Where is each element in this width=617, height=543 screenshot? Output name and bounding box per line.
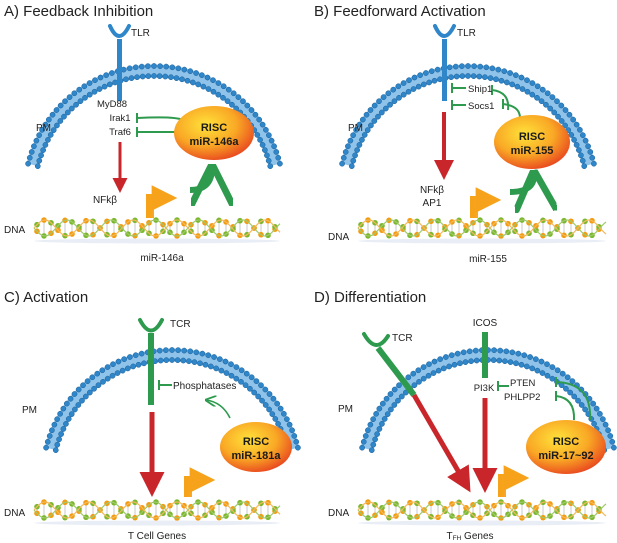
svg-text:miR-146a: miR-146a: [190, 136, 240, 148]
svg-text:miR-155: miR-155: [511, 145, 554, 157]
inhibitor-ship1: Ship1: [468, 84, 492, 95]
target-phlpp2: PHLPP2: [504, 392, 540, 403]
tcr-receptor: [362, 332, 417, 397]
adapter-irak1: Irak1: [109, 113, 130, 124]
pm-label: PM: [348, 123, 363, 134]
risc-complex: RISC miR-181a: [220, 422, 292, 472]
panel-b-title: B) Feedforward Activation: [314, 3, 486, 20]
risc-complex: RISC miR-17~92: [526, 420, 606, 474]
risc-complex: RISC miR-155: [494, 115, 570, 169]
panel-c-title: C) Activation: [4, 289, 88, 306]
inhibition-arrows: [497, 377, 592, 421]
svg-text:RISC: RISC: [553, 436, 579, 448]
dna-helix: [357, 217, 607, 244]
promoter-arrow: [498, 465, 530, 497]
panel-d-title: D) Differentiation: [314, 289, 426, 306]
tlr-receptor: [108, 24, 131, 101]
tf-nfkb: NFkβ: [420, 185, 444, 196]
kinase-label: PI3K: [474, 383, 495, 394]
tcr-signal-arrow: [411, 393, 471, 493]
target-label: Phosphatases: [173, 381, 236, 392]
dna-label: DNA: [4, 508, 25, 519]
dna-helix: [357, 499, 607, 526]
inhibition-arrows: [451, 83, 521, 119]
receptor2-label: ICOS: [473, 318, 498, 329]
adapter-traf6: Traf6: [109, 127, 131, 138]
receptor-label: TCR: [392, 333, 413, 344]
gene-label: miR-155: [469, 254, 507, 265]
expression-arrow: [509, 174, 534, 192]
plasma-membrane: [339, 63, 597, 170]
promoter-arrow: [470, 187, 502, 218]
svg-text:RISC: RISC: [201, 122, 227, 134]
tcr-receptor: [138, 318, 164, 405]
risc-complex: RISC miR-146a: [174, 106, 254, 160]
svg-text:miR-17~92: miR-17~92: [538, 450, 593, 462]
inhibitor-socs1: Socs1: [468, 101, 494, 112]
expression-arrow: [189, 168, 212, 190]
panel-d: D) Differentiation PM TCR ICOS PI3K PTEN…: [314, 289, 617, 542]
inhibition-arrow: [158, 380, 231, 419]
dna-label: DNA: [328, 508, 349, 519]
adapter-myd88: MyD88: [97, 99, 127, 110]
promoter-arrow: [146, 185, 178, 218]
gene-label: miR-146a: [140, 253, 184, 264]
svg-text:RISC: RISC: [519, 131, 545, 143]
pm-label: PM: [22, 405, 37, 416]
pm-label: PM: [338, 404, 353, 415]
panel-a-title: A) Feedback Inhibition: [4, 3, 153, 20]
svg-text:RISC: RISC: [243, 436, 269, 448]
gene-label: T Cell Genes: [128, 531, 186, 542]
tf-ap1: AP1: [423, 198, 442, 209]
tlr-receptor: [433, 24, 456, 101]
promoter-arrow: [184, 467, 216, 497]
receptor-label: TCR: [170, 319, 191, 330]
dna-label: DNA: [4, 225, 25, 236]
panel-c: C) Activation PM TCR Phosphatases RISC m…: [4, 289, 301, 542]
target-pten: PTEN: [510, 378, 535, 389]
dna-helix: [33, 499, 281, 526]
icos-receptor: [482, 332, 488, 378]
panel-b: B) Feedforward Activation PM TLR Ship1 S…: [314, 3, 607, 265]
receptor-label: TLR: [457, 28, 476, 39]
dna-label: DNA: [328, 232, 349, 243]
pm-label: PM: [36, 123, 51, 134]
svg-text:miR-181a: miR-181a: [232, 450, 282, 462]
dna-helix: [33, 217, 281, 244]
receptor-label: TLR: [131, 28, 150, 39]
plasma-membrane: [43, 347, 301, 454]
gene-label: TFH Genes: [446, 531, 493, 542]
panel-a: A) Feedback Inhibition PM TLR MyD88 Irak…: [4, 3, 283, 264]
tf-label: NFkβ: [93, 195, 117, 206]
